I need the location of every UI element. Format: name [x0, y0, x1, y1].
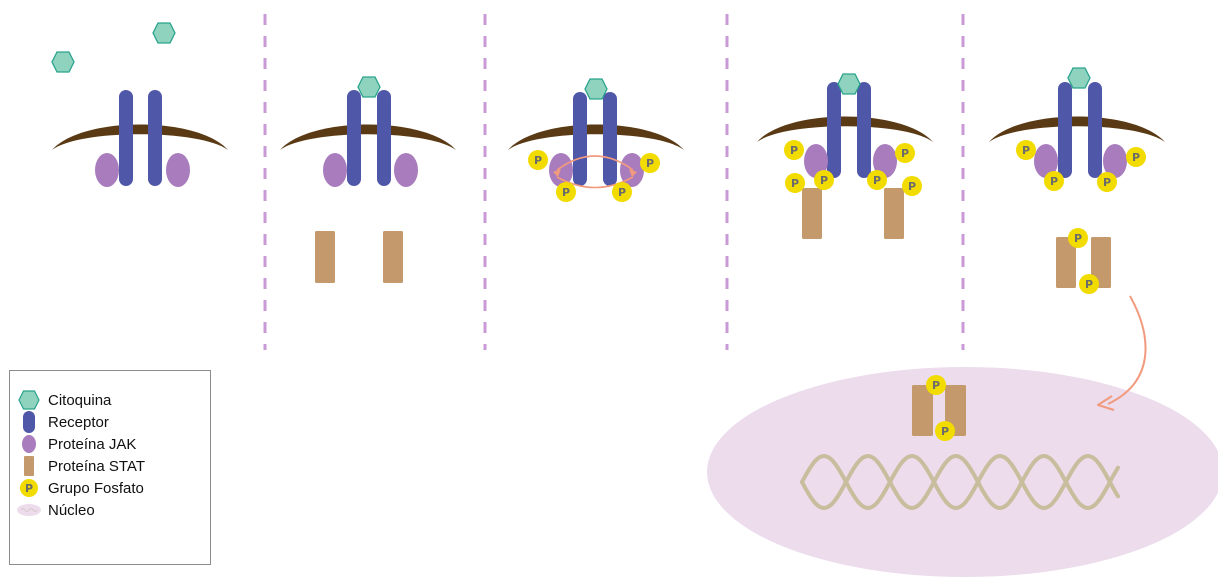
phosphate-group-icon: P — [10, 477, 48, 499]
cell-membrane — [508, 125, 684, 151]
phosphate-label: P — [791, 177, 799, 190]
legend-item-nucleus: Núcleo — [10, 499, 95, 521]
receptor — [347, 90, 361, 186]
phosphate-label: P — [932, 379, 940, 392]
jak-protein — [323, 153, 347, 187]
stat-protein — [315, 231, 335, 283]
cytokine — [1068, 68, 1090, 88]
legend: Citoquina Receptor Proteína JAK — [9, 370, 211, 565]
phosphate-label: P — [1103, 176, 1111, 189]
receptor — [1088, 82, 1102, 178]
receptor — [857, 82, 871, 178]
phosphate-symbol: P — [25, 482, 33, 495]
phosphate-label: P — [941, 425, 949, 438]
phosphate-label: P — [1022, 144, 1030, 157]
legend-label-receptor: Receptor — [48, 414, 109, 431]
receptor — [148, 90, 162, 186]
legend-item-jak: Proteína JAK — [10, 433, 136, 455]
receptor-icon — [10, 411, 48, 433]
jak-protein — [394, 153, 418, 187]
legend-label-stat: Proteína STAT — [48, 458, 145, 475]
stat-protein — [383, 231, 403, 283]
legend-item-receptor: Receptor — [10, 411, 109, 433]
receptor — [119, 90, 133, 186]
legend-item-stat: Proteína STAT — [10, 455, 145, 477]
jak-protein-icon — [10, 433, 48, 455]
cytokine-icon — [10, 389, 48, 411]
legend-label-cytokine: Citoquina — [48, 392, 111, 409]
phosphate-label: P — [1132, 151, 1140, 164]
cytokine — [358, 77, 380, 97]
jak-protein — [95, 153, 119, 187]
phosphate-label: P — [534, 154, 542, 167]
stat-protein — [884, 188, 904, 239]
phosphate-label: P — [901, 147, 909, 160]
phosphate-label: P — [562, 186, 570, 199]
phosphate-label: P — [790, 144, 798, 157]
cytokine — [153, 23, 175, 43]
stat-protein — [802, 188, 822, 239]
nucleus-icon — [10, 499, 48, 521]
jak-protein — [166, 153, 190, 187]
cytokine — [585, 79, 607, 99]
cytokine — [838, 74, 860, 94]
phosphate-label: P — [1085, 278, 1093, 291]
phosphate-label: P — [1050, 175, 1058, 188]
receptor — [827, 82, 841, 178]
cell-membrane — [280, 125, 456, 151]
cell-membrane — [757, 117, 933, 143]
receptor — [603, 92, 617, 186]
stat-protein-icon — [10, 455, 48, 477]
phosphate-label: P — [820, 174, 828, 187]
phosphate-label: P — [646, 157, 654, 170]
receptor — [573, 92, 587, 186]
receptor — [1058, 82, 1072, 178]
phosphate-label: P — [908, 180, 916, 193]
legend-item-cytokine: Citoquina — [10, 389, 111, 411]
legend-label-phosphate: Grupo Fosfato — [48, 480, 144, 497]
phosphate-label: P — [873, 174, 881, 187]
legend-label-nucleus: Núcleo — [48, 502, 95, 519]
receptor — [377, 90, 391, 186]
cell-membrane — [52, 125, 228, 151]
legend-item-phosphate: P Grupo Fosfato — [10, 477, 144, 499]
cell-membrane — [989, 117, 1165, 143]
phosphate-label: P — [1074, 232, 1082, 245]
legend-label-jak: Proteína JAK — [48, 436, 136, 453]
phosphate-label: P — [618, 186, 626, 199]
cytokine — [52, 52, 74, 72]
